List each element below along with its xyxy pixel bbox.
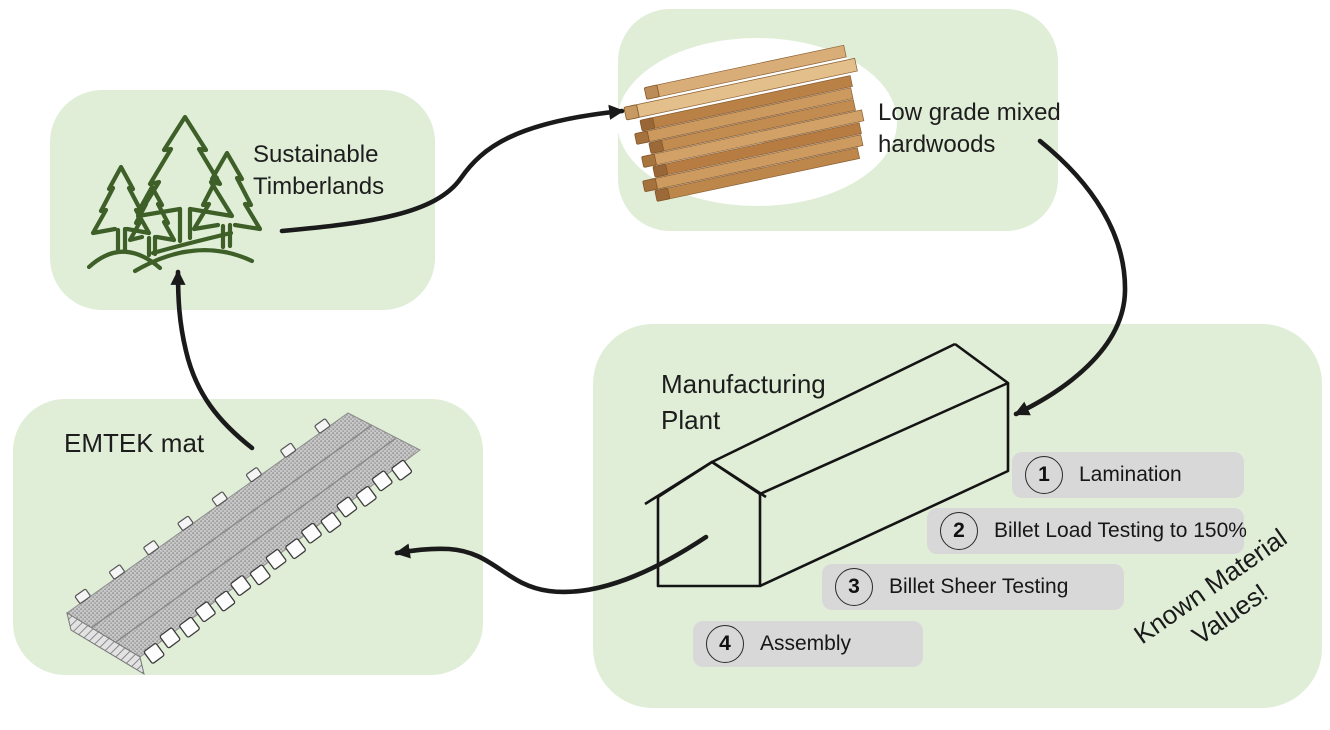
step-assembly: 4 Assembly — [693, 621, 923, 667]
timberlands-label: Sustainable Timberlands — [253, 141, 385, 200]
hardwoods-label: Low grade mixed hardwoods — [878, 99, 1061, 158]
manufacturing-label: Manufacturing Plant — [661, 369, 826, 435]
step-number-circle: 3 — [835, 568, 873, 606]
step-number-circle: 1 — [1025, 456, 1063, 494]
step-lamination: 1 Lamination — [1012, 452, 1244, 498]
step-label: Billet Sheer Testing — [889, 575, 1069, 598]
step-number-circle: 4 — [706, 625, 744, 663]
step-billet-sheer-testing: 3 Billet Sheer Testing — [822, 564, 1124, 610]
step-billet-load-testing: 2 Billet Load Testing to 150% — [927, 508, 1247, 554]
step-number-circle: 2 — [940, 512, 978, 550]
step-label: Assembly — [760, 632, 852, 655]
emtek-mat-label: EMTEK mat — [64, 428, 205, 458]
step-label: Lamination — [1079, 463, 1182, 486]
step-label: Billet Load Testing to 150% — [994, 519, 1247, 542]
